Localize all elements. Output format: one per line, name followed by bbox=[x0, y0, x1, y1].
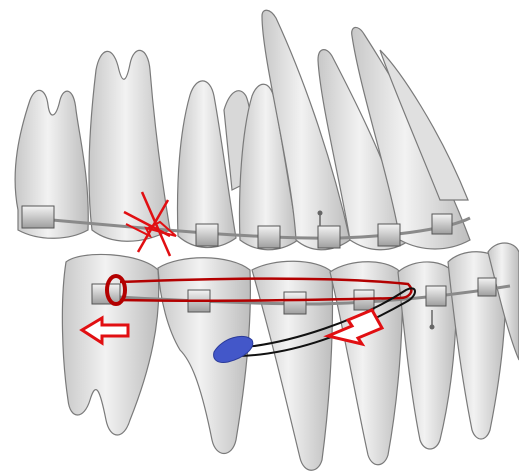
bracket-upper-premolar-second bbox=[196, 224, 218, 246]
bracket-lower-premolar-first bbox=[284, 292, 306, 314]
lower-arch bbox=[62, 243, 519, 470]
bracket-upper-central bbox=[432, 214, 452, 234]
bracket-lower-lateral bbox=[426, 286, 446, 306]
bracket-upper-canine bbox=[318, 226, 340, 248]
hook-lower bbox=[430, 325, 435, 330]
bracket-upper-premolar-first bbox=[258, 226, 280, 248]
upper-molar-first bbox=[89, 50, 170, 241]
bracket-upper-molar-tube bbox=[22, 206, 54, 228]
bracket-lower-central bbox=[478, 278, 496, 296]
bracket-upper-lateral bbox=[378, 224, 400, 246]
upper-arch bbox=[15, 10, 470, 250]
